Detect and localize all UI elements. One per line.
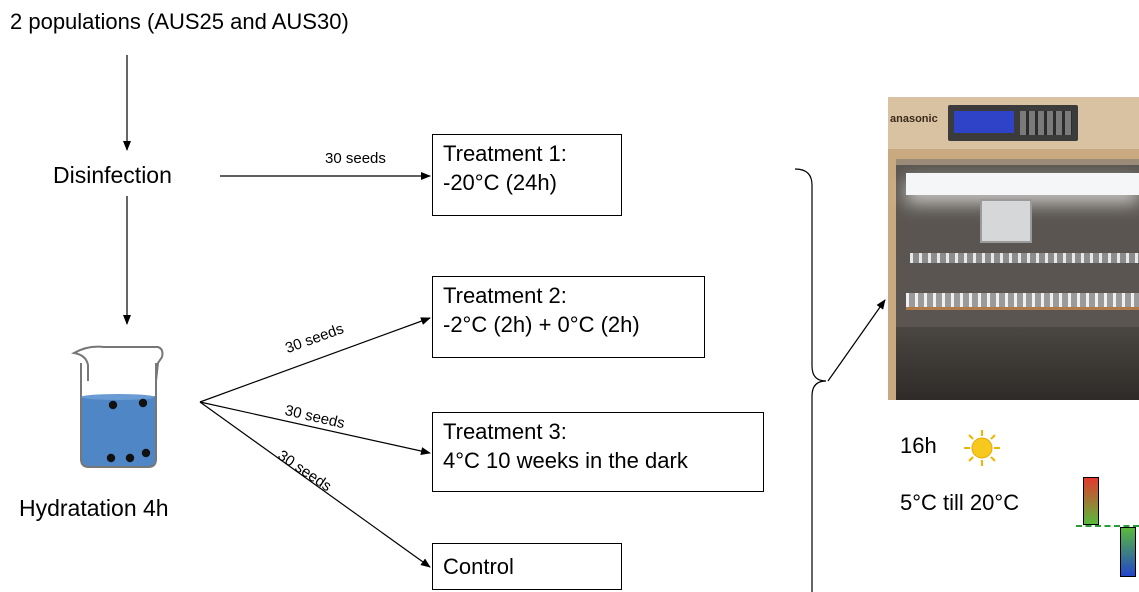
incubator-lcd [954, 111, 1014, 133]
incubator-fan [980, 199, 1032, 243]
sun-icon [964, 430, 1000, 466]
temperature-threshold-line [1076, 525, 1139, 527]
control-box: Control [432, 543, 622, 590]
edge-label-treatment-1: 30 seeds [325, 150, 386, 167]
seed-dot [138, 398, 148, 408]
cold-temperature-bar [1120, 527, 1136, 577]
treatment-2-box: Treatment 2: -2°C (2h) + 0°C (2h) [432, 276, 705, 358]
seed-dot [106, 453, 116, 463]
photoperiod-label: 16h [900, 433, 937, 458]
arrow-to-treatment-2 [199, 317, 431, 403]
incubator-shelf-lower [906, 293, 1139, 310]
incubator-photo: anasonic [888, 97, 1139, 400]
incubator-brand: anasonic [890, 113, 938, 125]
warm-temperature-bar [1083, 477, 1099, 525]
diagram-title: 2 populations (AUS25 and AUS30) [10, 9, 349, 34]
grouping-brace [794, 168, 827, 592]
seed-dot [141, 448, 151, 458]
disinfection-label: Disinfection [53, 162, 172, 188]
treatment-1-title: Treatment 1: [443, 141, 567, 166]
hydration-label: Hydratation 4h [19, 495, 169, 521]
treatment-2-title: Treatment 2: [443, 283, 567, 308]
seed-dot [125, 453, 135, 463]
incubator-light [906, 173, 1139, 195]
control-label: Control [443, 554, 514, 579]
treatment-1-condition: -20°C (24h) [443, 170, 557, 195]
treatment-3-title: Treatment 3: [443, 419, 567, 444]
treatment-3-box: Treatment 3: 4°C 10 weeks in the dark [432, 412, 764, 492]
arrow-brace-to-incubator [827, 299, 886, 382]
incubator-shelf-upper [910, 253, 1139, 263]
beaker-icon [71, 345, 164, 468]
treatment-1-box: Treatment 1: -20°C (24h) [432, 134, 622, 216]
arrow-to-treatment-3 [199, 401, 431, 455]
incubator-keypad [1020, 111, 1072, 135]
incubator-floor [896, 327, 1139, 400]
temperature-range-label: 5°C till 20°C [900, 490, 1020, 515]
seed-dot [108, 400, 118, 410]
treatment-3-condition: 4°C 10 weeks in the dark [443, 448, 688, 473]
treatment-2-condition: -2°C (2h) + 0°C (2h) [443, 312, 640, 337]
arrow-to-control [199, 401, 431, 568]
